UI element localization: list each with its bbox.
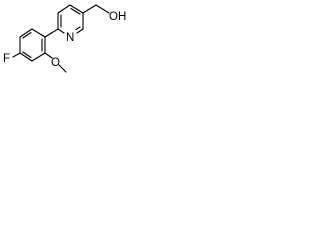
bond <box>19 28 33 38</box>
bond <box>69 4 84 14</box>
structure-diagram: F N OH O <box>0 0 159 80</box>
bond <box>44 28 59 38</box>
bond <box>95 4 110 14</box>
molecule-svg: F N OH O <box>3 4 126 73</box>
bond <box>31 52 46 62</box>
bond <box>76 28 84 34</box>
methoxy-oxygen-label: O <box>51 57 60 69</box>
bond <box>31 28 46 38</box>
hydroxyl-label: OH <box>109 11 126 23</box>
double-bond-inner <box>75 26 81 31</box>
bond <box>12 52 21 58</box>
benzene-ring <box>19 28 46 62</box>
double-bond-inner <box>70 7 81 15</box>
double-bond-inner <box>22 51 32 59</box>
pyridine-ring <box>57 4 84 34</box>
bond <box>19 52 33 62</box>
fluorine-label: F <box>3 53 10 65</box>
bond <box>58 64 67 73</box>
bond <box>44 52 53 59</box>
bond <box>57 4 71 14</box>
bond <box>57 28 65 34</box>
bond <box>82 4 97 14</box>
double-bond-inner <box>22 31 32 39</box>
nitrogen-label: N <box>66 32 74 44</box>
